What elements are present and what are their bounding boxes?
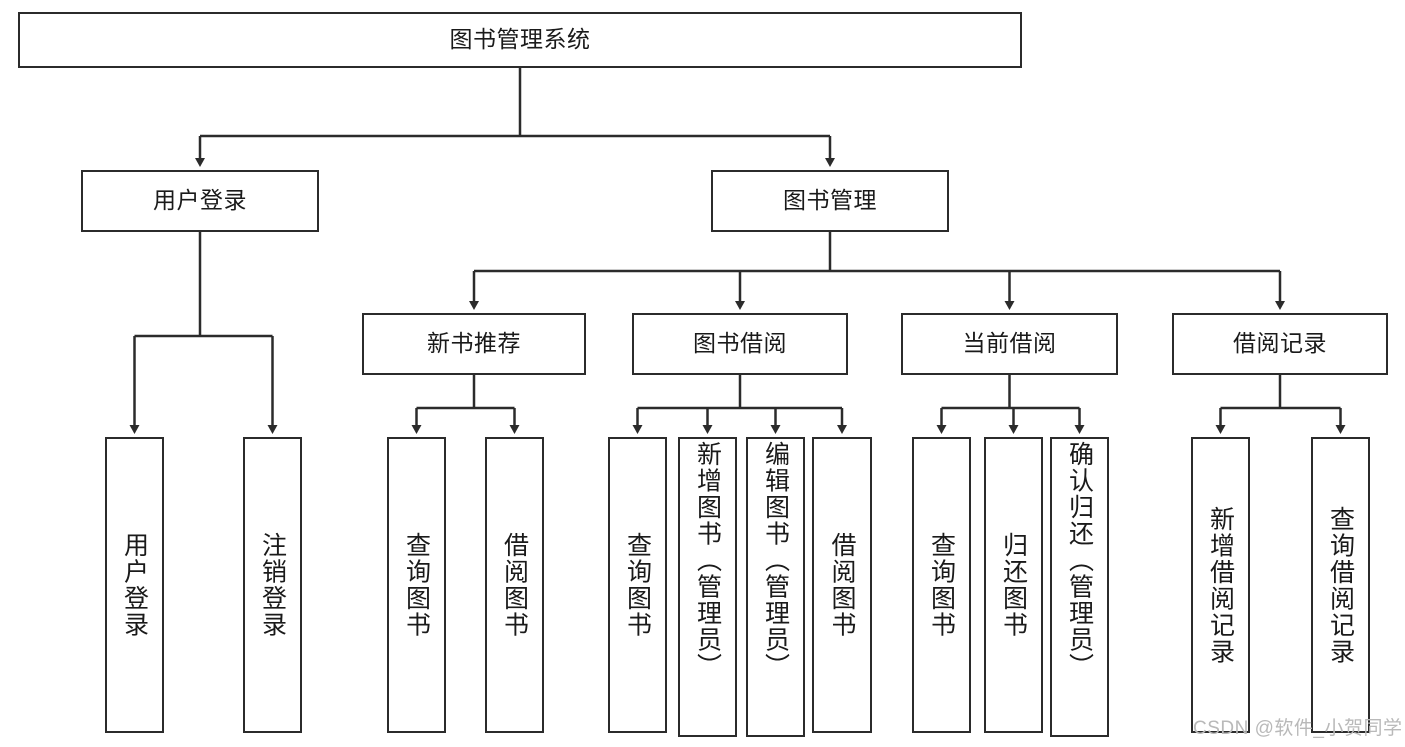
node-label: 注销登录 bbox=[258, 532, 287, 638]
node-label: 借阅图书 bbox=[828, 532, 856, 638]
node-label: 用户登录 bbox=[153, 187, 247, 214]
node-leaf-user-logout[interactable]: 注销登录 bbox=[243, 437, 302, 733]
node-book-borrow[interactable]: 图书借阅 bbox=[632, 313, 848, 375]
node-label: 查询借阅记录 bbox=[1326, 505, 1355, 665]
node-label: 查询图书 bbox=[402, 532, 431, 638]
node-label: 图书借阅 bbox=[693, 330, 787, 357]
node-borrow-record[interactable]: 借阅记录 bbox=[1172, 313, 1388, 375]
node-label: 查询图书 bbox=[927, 532, 956, 638]
node-current-borrow[interactable]: 当前借阅 bbox=[901, 313, 1118, 375]
node-label: 图书管理系统 bbox=[449, 26, 591, 53]
node-leaf-current-query[interactable]: 查询图书 bbox=[912, 437, 971, 733]
node-root[interactable]: 图书管理系统 bbox=[18, 12, 1022, 68]
node-leaf-borrow-edit[interactable]: 编辑图书（管理员） bbox=[746, 437, 805, 737]
node-leaf-rec-query[interactable]: 查询图书 bbox=[387, 437, 446, 733]
node-label: 新书推荐 bbox=[427, 330, 521, 357]
node-label: 用户登录 bbox=[120, 532, 149, 638]
node-label: 新增图书（管理员） bbox=[693, 441, 722, 680]
node-leaf-current-return[interactable]: 归还图书 bbox=[984, 437, 1043, 733]
node-leaf-current-confirm[interactable]: 确认归还（管理员） bbox=[1050, 437, 1109, 737]
node-label: 借阅图书 bbox=[500, 532, 529, 638]
node-leaf-user-login[interactable]: 用户登录 bbox=[105, 437, 164, 733]
node-label: 编辑图书（管理员） bbox=[761, 441, 790, 680]
node-leaf-borrow-query[interactable]: 查询图书 bbox=[608, 437, 667, 733]
node-leaf-borrow-lend[interactable]: 借阅图书 bbox=[812, 437, 872, 733]
edge-layer bbox=[129, 68, 1346, 434]
node-label: 查询图书 bbox=[623, 532, 652, 638]
node-user-login[interactable]: 用户登录 bbox=[81, 170, 319, 232]
node-label: 确认归还（管理员） bbox=[1065, 441, 1094, 680]
node-label: 图书管理 bbox=[783, 187, 877, 214]
node-new-book-rec[interactable]: 新书推荐 bbox=[362, 313, 586, 375]
node-leaf-record-query[interactable]: 查询借阅记录 bbox=[1311, 437, 1370, 733]
node-book-manage[interactable]: 图书管理 bbox=[711, 170, 949, 232]
node-label: 新增借阅记录 bbox=[1206, 505, 1235, 665]
node-label: 归还图书 bbox=[999, 532, 1028, 638]
watermark-label: CSDN @软件_小贺同学 bbox=[1193, 718, 1403, 739]
node-label: 当前借阅 bbox=[962, 330, 1057, 357]
node-leaf-borrow-add[interactable]: 新增图书（管理员） bbox=[678, 437, 737, 737]
node-leaf-rec-borrow[interactable]: 借阅图书 bbox=[485, 437, 544, 733]
node-leaf-record-add[interactable]: 新增借阅记录 bbox=[1191, 437, 1250, 733]
node-label: 借阅记录 bbox=[1233, 330, 1327, 357]
